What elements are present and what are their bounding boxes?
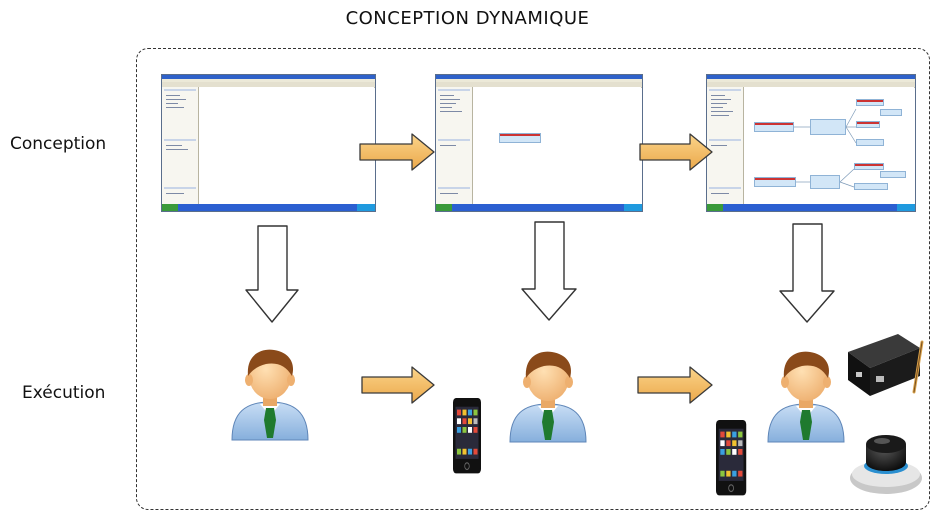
down-arrow-1: [245, 225, 299, 323]
flow-arrow-bottom-1: [361, 366, 435, 404]
dashed-frame: [136, 48, 930, 510]
ipod-touch-icon: [715, 419, 747, 496]
3d-mouse-icon: [850, 435, 922, 494]
user-icon: [231, 349, 309, 441]
component-node: [499, 133, 541, 143]
flow-arrow-top-2: [639, 133, 713, 171]
phidget-box-icon: [848, 334, 924, 396]
flow-arrow-bottom-2: [637, 366, 713, 404]
diagram-title: CONCEPTION DYNAMIQUE: [345, 8, 590, 29]
user-icon: [509, 351, 587, 443]
ipod-touch-icon: [452, 397, 482, 474]
graph-links: [794, 108, 857, 188]
row-label-conception: Conception: [10, 134, 107, 154]
editor-screenshot-3: [706, 74, 916, 212]
user-icon: [767, 351, 845, 443]
flow-arrow-top-1: [359, 133, 435, 171]
down-arrow-3: [779, 223, 835, 323]
row-label-execution: Exécution: [22, 383, 106, 403]
down-arrow-2: [521, 221, 577, 321]
editor-screenshot-1: [161, 74, 376, 212]
editor-screenshot-2: [435, 74, 643, 212]
